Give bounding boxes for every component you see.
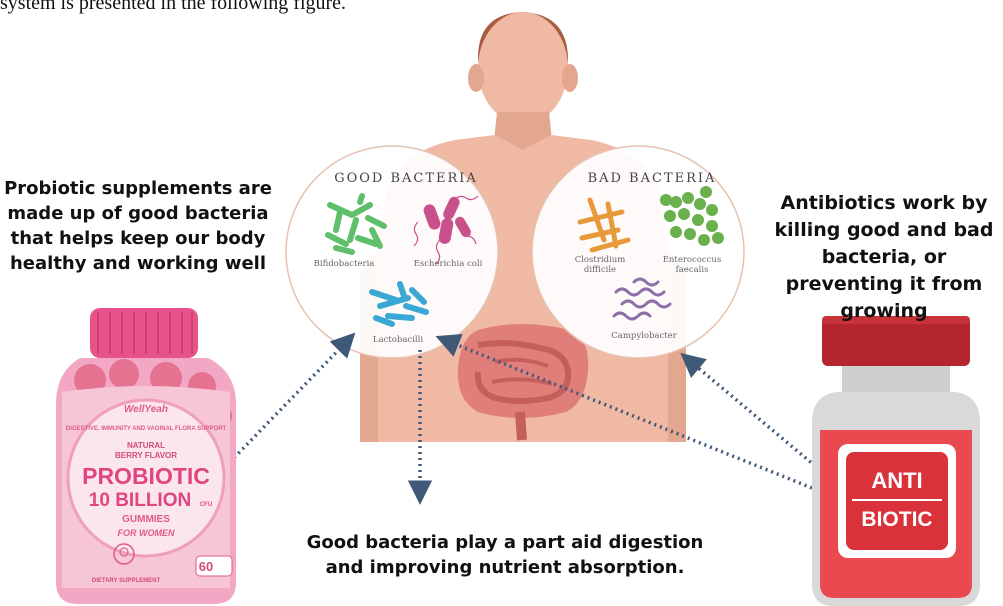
probiotic-flavor-1: NATURAL (127, 441, 165, 450)
arrow-antibiotic-to-bad (684, 356, 820, 470)
bad-bacteria-circle: BAD BACTERIA Clostridium difficile Enter… (532, 146, 744, 358)
bifidobacteria-label: Bifidobacteria (314, 259, 375, 269)
clostridium-label-2: difficile (584, 265, 616, 275)
antibiotic-bottle: ANTI BIOTIC (812, 316, 980, 606)
enterococcus-label-2: faecalis (676, 265, 709, 275)
good-bacteria-circle: GOOD BACTERIA Bifidobacteria Escherichia… (286, 146, 498, 358)
probiotic-bottle: WellYeah DIGESTIVE, IMMUNITY AND VAGINAL… (56, 308, 236, 604)
bad-bacteria-title: BAD BACTERIA (588, 171, 717, 186)
lactobacilli-label: Lactobacilli (373, 335, 423, 345)
probiotic-cfu: CFU (200, 502, 212, 508)
probiotic-form: GUMMIES (122, 514, 170, 525)
probiotic-flavor-2: BERRY FLAVOR (115, 451, 177, 460)
clostridium-label-1: Clostridium (575, 255, 626, 265)
enterococcus-label-1: Enterococcus (663, 255, 722, 265)
probiotic-brand: WellYeah (124, 404, 168, 415)
probiotic-audience: FOR WOMEN (118, 528, 175, 538)
escherichia-coli-label: Escherichia coli (414, 259, 483, 269)
arrow-probiotic-to-good (230, 336, 352, 462)
probiotic-count: 60 (199, 559, 213, 574)
probiotic-caption: Probiotic supplements are made up of goo… (4, 176, 272, 276)
probiotic-name-1: PROBIOTIC (82, 463, 210, 489)
good-bacteria-title: GOOD BACTERIA (334, 171, 478, 186)
antibiotic-label-1: ANTI (871, 468, 922, 493)
antibiotic-label-2: BIOTIC (861, 508, 932, 531)
antibiotic-caption: Antibiotics work by killing good and bad… (768, 190, 1000, 325)
campylobacter-label: Campylobacter (611, 331, 677, 341)
digestion-caption: Good bacteria play a part aid digestion … (295, 530, 715, 580)
probiotic-footer: DIETARY SUPPLEMENT (92, 578, 161, 584)
probiotic-band: DIGESTIVE, IMMUNITY AND VAGINAL FLORA SU… (66, 426, 227, 432)
probiotic-name-2: 10 BILLION (89, 490, 191, 511)
